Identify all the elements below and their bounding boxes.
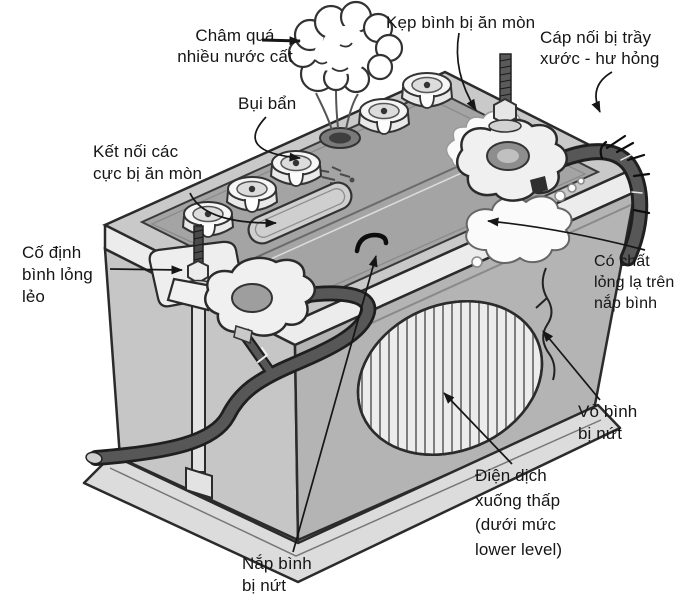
label-cham-qua-nhieu-nuoc-cat: Châm quá nhiều nước cất xyxy=(177,26,293,66)
cable-damage-marks xyxy=(599,134,651,215)
leader-cham-qua xyxy=(261,36,301,46)
liquid-spill xyxy=(465,177,585,268)
lid-crack xyxy=(354,232,389,254)
leader-nap-binh xyxy=(292,255,378,553)
terminal-bolt xyxy=(488,53,522,133)
label-bui-ban: Bụi bẩn xyxy=(238,94,297,113)
battery-cable-left xyxy=(85,285,377,466)
label-nap-binh-bi-nut: Nắp bình bị nứt xyxy=(242,554,312,596)
leader-vo-binh xyxy=(542,330,601,401)
leader-dien-dich xyxy=(443,392,513,465)
open-cell-vent xyxy=(315,89,361,149)
terminal-clamp-rear xyxy=(445,53,568,202)
leader-lines xyxy=(109,32,646,553)
leader-bui-ban xyxy=(254,116,301,162)
leader-kep-binh xyxy=(456,32,477,111)
label-dien-dich-xuong-thap: Điện dịch xuống thấp (dưới mức lower lev… xyxy=(475,466,563,559)
base-tray xyxy=(82,403,622,584)
leader-cap-noi xyxy=(591,71,613,113)
case-crack xyxy=(535,267,556,381)
terminal-clamp-front xyxy=(166,256,316,345)
label-cap-noi-bi-tray-xuoc: Cáp nối bị trầy xước - hư hỏng xyxy=(540,28,660,68)
leader-co-dinh xyxy=(109,265,183,275)
battery-cable-right xyxy=(526,134,651,267)
label-kep-binh-bi-an-mon: Kẹp bình bị ăn mòn xyxy=(386,13,536,32)
leader-co-chat xyxy=(487,217,646,251)
cell-connector-strap xyxy=(247,181,353,245)
label-ket-noi-cuc-bi-an-mon: Kết nối các cực bị ăn mòn xyxy=(93,142,203,184)
steam-cloud xyxy=(287,0,404,94)
label-co-dinh-binh-long-leo: Cố định bình lỏng lẻo xyxy=(22,243,93,307)
label-co-chat-long-la: Có chất lỏng lạ trên nắp bình xyxy=(594,253,675,312)
label-vo-binh-bi-nut: Vỏ bình bị nứt xyxy=(578,402,638,444)
leader-ket-noi xyxy=(189,192,277,228)
